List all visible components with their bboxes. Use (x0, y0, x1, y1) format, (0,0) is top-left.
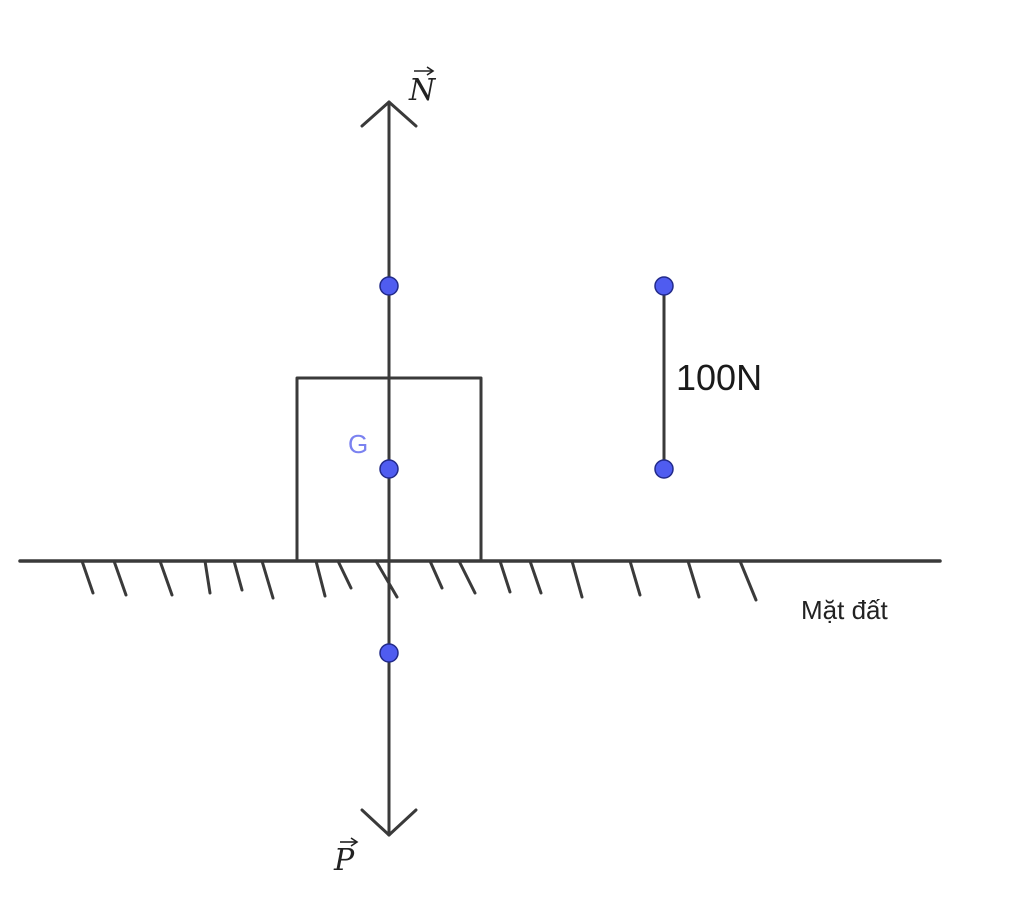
weight-force-letter: P (333, 843, 355, 878)
scale-top-point (654, 276, 674, 296)
weight-force-label: P (333, 837, 359, 878)
normal-force-letter: N (408, 73, 437, 108)
weight-force-tip-point (379, 643, 399, 663)
vector-arrow-tip-icon (350, 837, 359, 847)
center-of-gravity-label: G (348, 429, 368, 459)
normal-force-arrowhead (360, 100, 418, 128)
weight-force-arrowhead (360, 808, 418, 837)
vector-arrow-tip-icon (426, 66, 435, 76)
normal-force-tip-point (379, 276, 399, 296)
ground-hatching (80, 559, 758, 602)
scale-label: 100N (676, 357, 762, 398)
center-of-gravity-point (379, 459, 399, 479)
normal-force-label: N (408, 66, 437, 108)
scale-bottom-point (654, 459, 674, 479)
ground-label: Mặt đất (801, 595, 888, 625)
